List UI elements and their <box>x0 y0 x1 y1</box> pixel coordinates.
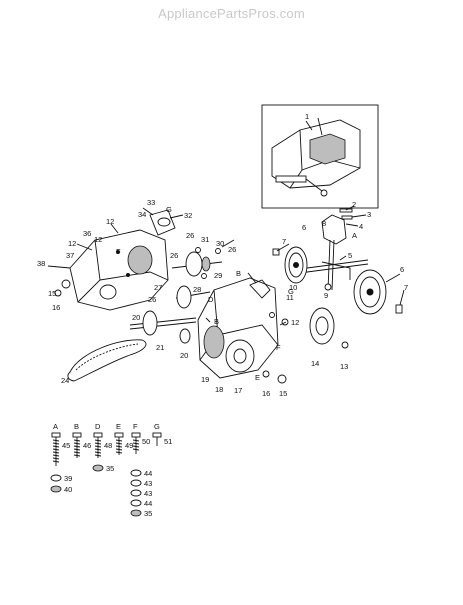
callout-50: 50 <box>142 437 150 446</box>
callout-19: 19 <box>201 375 209 384</box>
callout-32: 32 <box>184 211 192 220</box>
callout-38: 38 <box>37 259 45 268</box>
callout-43a: 43 <box>144 479 152 488</box>
callout-15b: 15 <box>279 389 287 398</box>
callout-24: 24 <box>61 376 69 385</box>
callout-30: 30 <box>216 239 224 248</box>
callout-44b: 44 <box>144 499 152 508</box>
callout-15a: 15 <box>48 289 56 298</box>
callout-2: 2 <box>352 200 356 209</box>
callout-12b: 12 <box>94 235 102 244</box>
legend-e: E <box>116 422 121 431</box>
callout-18: 18 <box>215 385 223 394</box>
callout-33: 33 <box>147 198 155 207</box>
legend-a: A <box>53 422 58 431</box>
tag-b-1: B <box>236 269 241 278</box>
callout-35a: 35 <box>106 464 114 473</box>
callout-16b: 16 <box>262 389 270 398</box>
callout-26a: 26 <box>186 231 194 240</box>
callout-39: 39 <box>64 474 72 483</box>
left-housing <box>54 229 169 311</box>
callout-43b: 43 <box>144 489 152 498</box>
tag-a-1: A <box>352 231 357 240</box>
legend-g: G <box>154 422 160 431</box>
callout-6a: 6 <box>302 223 306 232</box>
callout-17: 17 <box>234 386 242 395</box>
watermark: AppliancePartsPros.com <box>158 6 305 21</box>
callout-13: 13 <box>340 362 348 371</box>
callout-37: 37 <box>66 251 74 260</box>
right-housing <box>197 277 289 384</box>
legend-f: F <box>133 422 138 431</box>
callout-46: 46 <box>83 441 91 450</box>
callout-8: 8 <box>322 219 326 228</box>
inset-box <box>261 104 379 209</box>
callout-26b: 26 <box>228 245 236 254</box>
callout-40: 40 <box>64 485 72 494</box>
callout-11: 11 <box>286 293 294 302</box>
callout-7b: 7 <box>404 283 408 292</box>
tag-d-1: D <box>208 295 214 304</box>
callout-27: 27 <box>154 283 162 292</box>
tag-g-1: G <box>166 205 172 214</box>
legend-b: B <box>74 422 79 431</box>
callout-31: 31 <box>201 235 209 244</box>
callout-3: 3 <box>367 210 371 219</box>
tag-g-2: G <box>288 287 294 296</box>
callout-29: 29 <box>214 271 222 280</box>
callout-35b: 35 <box>144 509 152 518</box>
callout-36: 36 <box>83 229 91 238</box>
callout-26d: 26 <box>148 295 156 304</box>
legend-d: D <box>95 422 101 431</box>
tag-f-2: F <box>116 247 121 256</box>
callout-34: 34 <box>138 210 146 219</box>
callout-12d: 12 <box>291 318 299 327</box>
callout-44a: 44 <box>144 469 152 478</box>
callout-16a: 16 <box>52 303 60 312</box>
callout-26c: 26 <box>170 251 178 260</box>
callout-6b: 6 <box>400 265 404 274</box>
callout-7a: 7 <box>282 237 286 246</box>
callout-20a: 20 <box>132 313 140 322</box>
callout-9: 9 <box>324 291 328 300</box>
callout-1: 1 <box>305 112 309 121</box>
callout-49: 49 <box>125 441 133 450</box>
tag-e-1: E <box>255 373 260 382</box>
callout-20b: 20 <box>180 351 188 360</box>
callout-21: 21 <box>156 343 164 352</box>
callout-51: 51 <box>164 437 172 446</box>
callout-10: 10 <box>289 283 297 292</box>
callout-12a: 12 <box>106 217 114 226</box>
drive-belt <box>67 339 147 382</box>
right-wheel-assembly <box>272 208 403 349</box>
tag-f-1: F <box>276 343 281 352</box>
callout-14: 14 <box>311 359 319 368</box>
callout-12c: 12 <box>68 239 76 248</box>
callout-4: 4 <box>359 222 363 231</box>
callout-48: 48 <box>104 441 112 450</box>
callout-5: 5 <box>348 251 352 260</box>
hardware-legend <box>50 432 162 517</box>
belt-teeth <box>75 343 139 371</box>
callout-45: 45 <box>62 441 70 450</box>
tag-b-2: B <box>214 317 219 326</box>
leader-lines <box>47 120 405 326</box>
centre-gear-train <box>129 209 223 344</box>
callout-labels: 1 2 3 4 5 6 6 7 7 8 9 10 11 12 12 12 12 … <box>37 112 408 518</box>
callout-28: 28 <box>193 285 201 294</box>
